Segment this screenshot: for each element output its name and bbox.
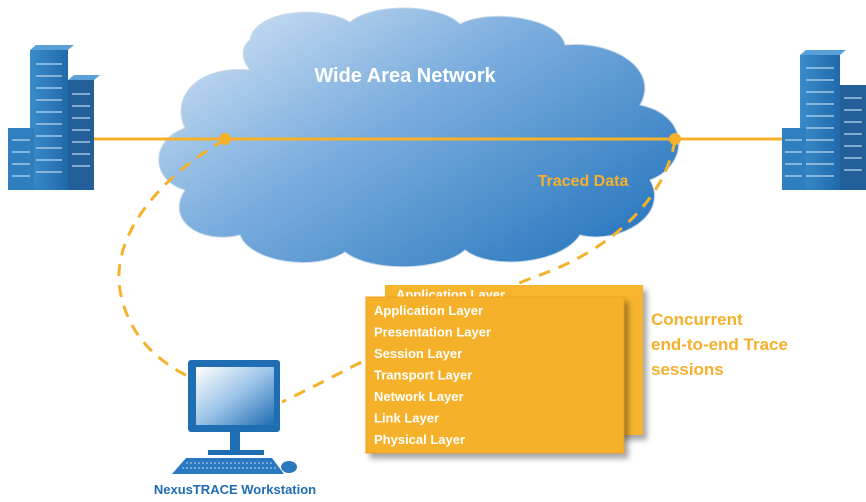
cloud-shape: [158, 7, 680, 268]
layer-label: Application Layer: [374, 303, 483, 318]
layer-label: Session Layer: [374, 346, 462, 361]
building-right-icon: [782, 50, 866, 190]
building-left-icon: [8, 45, 100, 190]
layer-label: Presentation Layer: [374, 325, 491, 340]
layer-label: Link Layer: [374, 411, 439, 426]
keyboard: [172, 458, 284, 474]
wan-cloud: Wide Area Network: [158, 7, 680, 268]
sessions-line-2: end-to-end Trace: [651, 335, 788, 354]
traced-data-label: Traced Data: [538, 173, 629, 190]
layer-label: Physical Layer: [374, 432, 465, 447]
tap-point-left: [219, 133, 231, 145]
tap-point-right: [669, 133, 681, 145]
layer-label: Transport Layer: [374, 368, 472, 383]
monitor-screen: [196, 367, 274, 425]
trace-path-left: [117, 138, 241, 397]
layer-label: Network Layer: [374, 389, 464, 404]
cloud-title: Wide Area Network: [314, 65, 496, 87]
mouse: [281, 461, 297, 473]
workstation-icon: NexusTRACE Workstation: [154, 360, 316, 497]
sessions-label: Concurrent end-to-end Trace sessions: [651, 310, 788, 379]
sessions-line-1: Concurrent: [651, 310, 743, 329]
workstation-label: NexusTRACE Workstation: [154, 482, 316, 497]
sessions-line-3: sessions: [651, 360, 724, 379]
